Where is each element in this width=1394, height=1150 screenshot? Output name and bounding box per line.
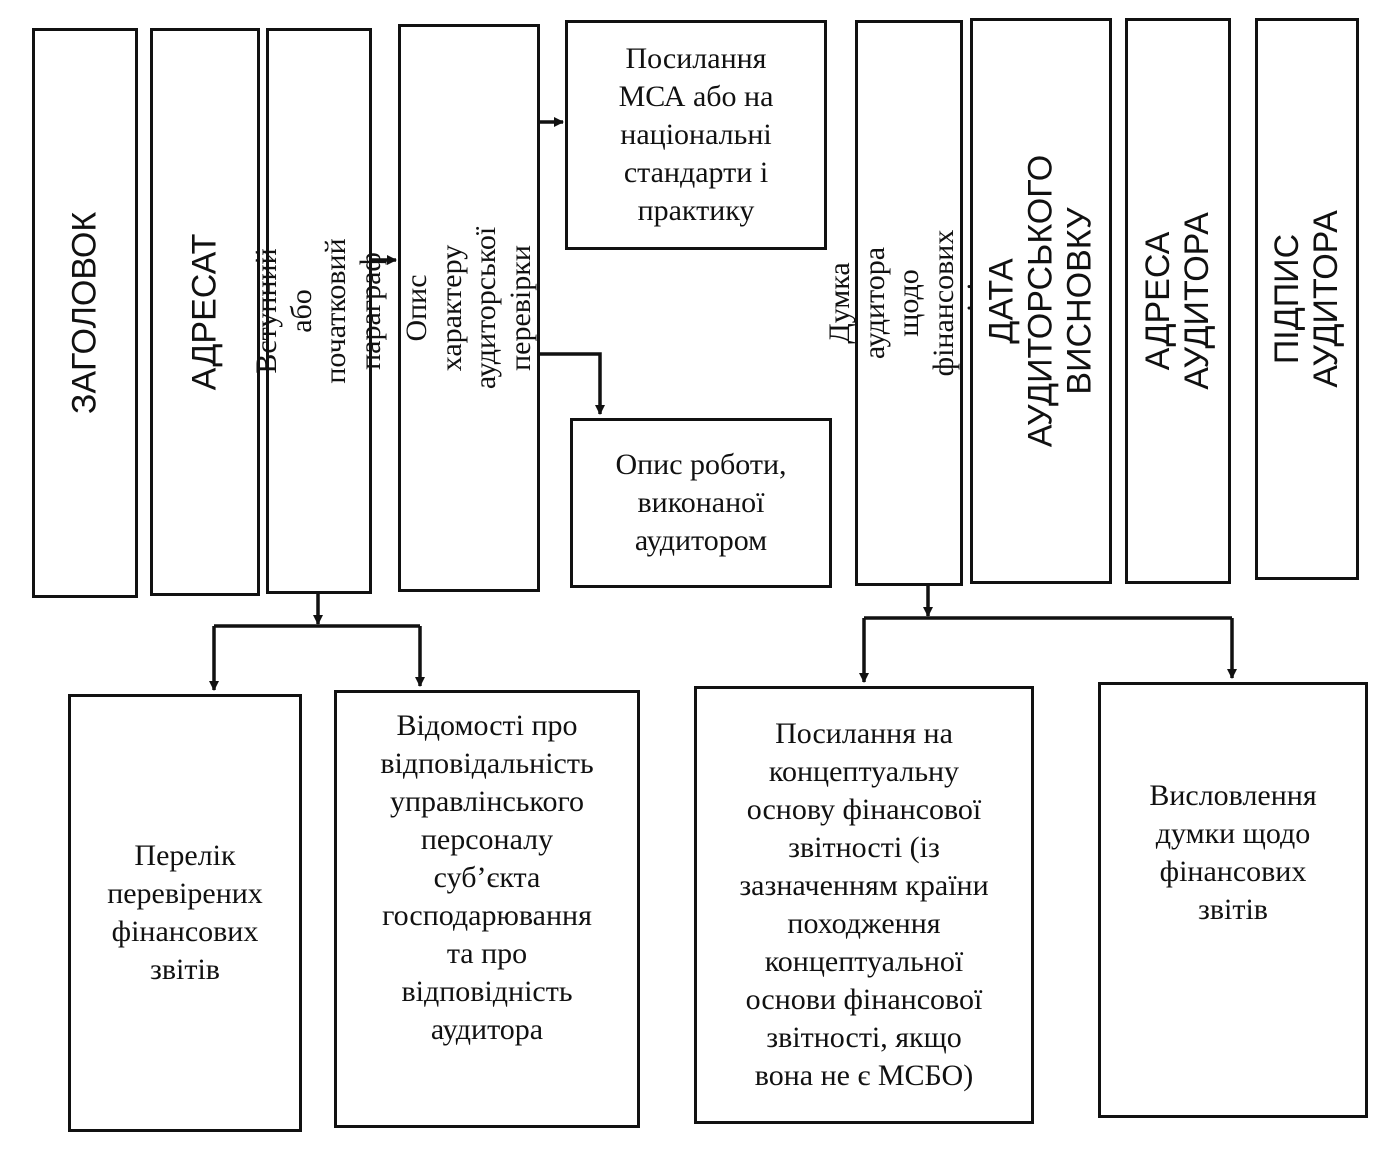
work-description-label: Опис роботи, виконаної аудитором — [615, 448, 787, 557]
work-description-box: Опис роботи, виконаної аудитором — [570, 418, 832, 588]
intro-paragraph-box: Вступний або початковий параграф — [250, 28, 387, 594]
addressee-box: АДРЕСАТ — [150, 28, 260, 596]
isa-reference-label: Посилання МСА або на національні стандар… — [618, 42, 774, 227]
isa-reference-box: Посилання МСА або на національні стандар… — [565, 20, 827, 250]
framework-reference-label: Посилання на концептуальну основу фінанс… — [739, 717, 989, 1092]
framework-reference-box: Посилання на концептуальну основу фінанс… — [694, 686, 1034, 1124]
report-date-box: ДАТА АУДИТОРСЬКОГО ВИСНОВКУ — [970, 18, 1112, 584]
responsibility-label: Відомості про відповідальність управлінс… — [380, 709, 594, 1046]
auditor-address-box: АДРЕСА АУДИТОРА — [1125, 18, 1231, 584]
responsibility-box: Відомості про відповідальність управлінс… — [334, 690, 640, 1128]
opinion-expression-label: Висловлення думки щодо фінансових звітів — [1149, 779, 1317, 926]
title-box: ЗАГОЛОВОК — [32, 28, 138, 598]
auditor-signature-box: ПІДПИС АУДИТОРА — [1255, 18, 1359, 580]
audit-nature-box: Опис характеру аудиторської перевірки — [398, 24, 540, 592]
arrow-nature-to-work — [540, 352, 605, 415]
statements-list-label: Перелік перевірених фінансових звітів — [107, 839, 263, 986]
opinion-box: Думка аудитора щодо фінансових звітів — [823, 20, 994, 586]
statements-list-box: Перелік перевірених фінансових звітів — [68, 694, 302, 1132]
opinion-expression-box: Висловлення думки щодо фінансових звітів — [1098, 682, 1368, 1118]
